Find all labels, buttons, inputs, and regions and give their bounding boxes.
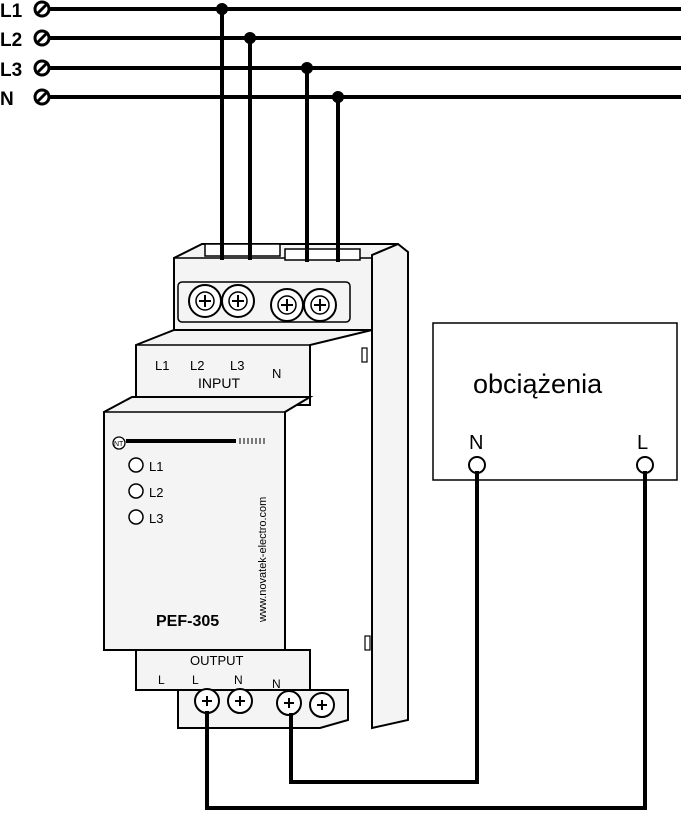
bus-label-n: N [0,89,14,110]
junction-n [332,91,344,103]
output-screw-4-icon [309,692,335,718]
input-label-l3: L3 [230,358,244,373]
bus-label-l1: L1 [0,1,23,22]
load-box: obciążenia N L [432,322,678,481]
input-screw-3-icon [270,288,304,322]
website-text: www.novatek-electro.com [257,497,269,623]
output-label-n-1: N [234,673,243,687]
wire-output-l-to-load [205,471,647,810]
device-output-step [135,649,311,691]
side-slot-upper [361,347,368,363]
svg-text:NT: NT [114,441,124,448]
indicator-l2-led [128,483,144,499]
supply-bus: L1 L2 L3 N [0,0,681,110]
input-screw-2-icon [221,284,255,318]
junction-l1 [216,3,228,15]
input-slot-right [284,248,361,261]
junction-l3 [301,62,313,74]
output-label-l-1: L [158,673,165,687]
side-slot-lower [364,635,371,651]
model-label: PEF-305 [156,613,219,630]
bus-terminal-n-icon [33,88,51,106]
load-frame [432,322,678,481]
front-stripe-ticks [239,438,265,444]
device-input-step [135,329,373,406]
novatek-logo-icon: NT [112,436,126,450]
bus-terminal-l3-icon [33,59,51,77]
junction-l2 [244,32,256,44]
bus-label-l2: L2 [0,30,22,51]
output-screw-3-icon [276,690,302,716]
indicator-l1-led [128,457,144,473]
load-terminal-l-icon [636,456,654,474]
load-terminal-n-label: N [469,432,483,454]
input-slot-left [204,243,281,257]
output-label-l-2: L [192,673,199,687]
front-stripe [126,439,236,443]
wire-output-n-to-load [289,471,479,784]
device-bottom-block [177,689,349,729]
input-caption: INPUT [198,375,240,391]
bus-terminal-l2-icon [33,29,51,47]
input-screw-4-icon [303,288,337,322]
device-pef-305: L1 L2 L3 N INPUT NT L1 L2 L3 [103,242,409,730]
indicator-label-l1: L1 [149,459,163,474]
indicator-label-l3: L3 [149,511,163,526]
output-screw-2-icon [227,688,253,714]
input-label-l1: L1 [155,358,169,373]
output-caption: OUTPUT [190,653,244,668]
load-terminal-l-label: L [637,432,648,454]
bus-label-l3: L3 [0,60,22,81]
bus-terminal-l1-icon [33,0,51,18]
indicator-l3-led [128,509,144,525]
output-wires [205,471,647,810]
input-wires [216,3,344,262]
load-terminal-n-icon [468,456,486,474]
device-side [371,242,409,730]
output-label-n-2: N [272,677,281,691]
indicator-label-l2: L2 [149,485,163,500]
output-screw-1-icon [194,688,220,714]
input-screw-1-icon [188,284,222,318]
input-label-l2: L2 [190,358,204,373]
load-title: obciążenia [473,369,603,399]
input-label-n: N [272,366,281,381]
